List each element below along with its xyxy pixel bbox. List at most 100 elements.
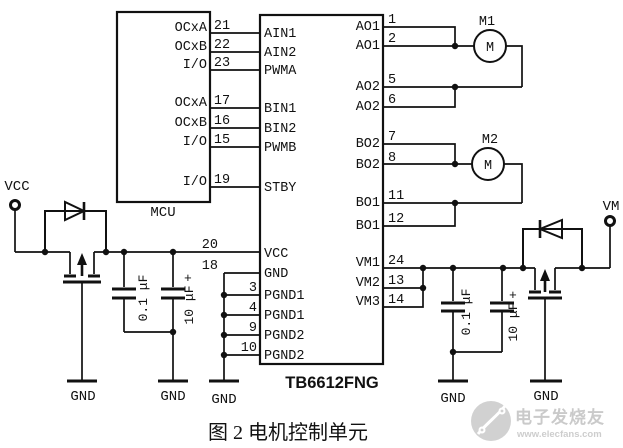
capacitor-polarity: + bbox=[184, 271, 192, 286]
motor-circle-icon bbox=[473, 29, 507, 63]
mcu-port: OCxB bbox=[175, 40, 207, 55]
pin-number: 11 bbox=[388, 189, 404, 204]
motor-symbol: M bbox=[484, 159, 492, 174]
vcc-label: VCC bbox=[4, 179, 29, 195]
vm-protection-diode bbox=[522, 218, 583, 268]
pin-number: 8 bbox=[388, 151, 396, 166]
pin-label: VM3 bbox=[356, 295, 380, 310]
vm-decoupling-capacitors bbox=[441, 268, 514, 380]
diode-triangle bbox=[537, 218, 563, 240]
pin-label: BO1 bbox=[356, 196, 380, 211]
pin-number: 18 bbox=[202, 259, 218, 274]
pin-label: VM2 bbox=[356, 276, 380, 291]
gnd-label: GND bbox=[70, 389, 95, 405]
vm-label: VM bbox=[603, 199, 620, 215]
labels: MCU TB6612FNG OCxA OCxB I/O OCxA OCxB I/… bbox=[4, 13, 619, 444]
pin-number: 10 bbox=[241, 341, 257, 356]
pin-label: VCC bbox=[264, 247, 288, 262]
vm-terminal bbox=[604, 215, 616, 227]
pin-number: 12 bbox=[388, 212, 404, 227]
pin-number: 24 bbox=[388, 254, 404, 269]
pin-label: BIN2 bbox=[264, 122, 296, 137]
pin-label: AO1 bbox=[356, 39, 380, 54]
vcc-decoupling-capacitors bbox=[112, 252, 185, 380]
pin-number: 21 bbox=[214, 19, 230, 34]
pin-label: PGND1 bbox=[264, 309, 305, 324]
pin-number: 20 bbox=[202, 238, 218, 253]
terminal-circle-icon bbox=[604, 215, 616, 227]
pin-label: PWMA bbox=[264, 64, 297, 79]
mcu-port: I/O bbox=[183, 58, 207, 73]
pin-label: BO2 bbox=[356, 158, 380, 173]
pin-number: 17 bbox=[214, 94, 230, 109]
vcc-protection-diode bbox=[44, 200, 107, 252]
motor-m1: M bbox=[473, 29, 507, 63]
mcu-port: OCxA bbox=[175, 96, 208, 111]
capacitor-polarity: + bbox=[509, 288, 517, 303]
gnd-label: GND bbox=[533, 389, 558, 405]
capacitor-value: 10 μF bbox=[506, 302, 521, 341]
pin-number: 9 bbox=[249, 321, 257, 336]
motor-symbol: M bbox=[486, 41, 494, 56]
pin-label: AIN2 bbox=[264, 46, 296, 61]
pin-label: PGND1 bbox=[264, 289, 305, 304]
pin-number: 5 bbox=[388, 73, 396, 88]
pin-label: AO1 bbox=[356, 20, 380, 35]
pin-label: AO2 bbox=[356, 100, 380, 115]
pin-label: VM1 bbox=[356, 256, 380, 271]
chip-label: TB6612FNG bbox=[285, 374, 379, 392]
pin-number: 6 bbox=[388, 93, 396, 108]
motor-m2: M bbox=[471, 147, 505, 181]
pin-label: PWMB bbox=[264, 141, 296, 156]
mcu-port: OCxA bbox=[175, 21, 208, 36]
watermark-site: www.elecfans.com bbox=[516, 429, 602, 440]
motor-circle-icon bbox=[471, 147, 505, 181]
pin-number: 2 bbox=[388, 32, 396, 47]
wiring bbox=[14, 26, 611, 380]
gnd-label: GND bbox=[211, 392, 236, 408]
pin-label: GND bbox=[264, 267, 288, 282]
pin-number: 16 bbox=[214, 114, 230, 129]
watermark-brand: 电子发烧友 bbox=[515, 407, 605, 427]
pin-label: STBY bbox=[264, 181, 296, 196]
mosfet-arrow-icon bbox=[540, 269, 550, 281]
pin-number: 22 bbox=[214, 38, 230, 53]
mcu-port: I/O bbox=[183, 135, 207, 150]
mosfet-arrow-icon bbox=[77, 253, 87, 265]
watermark: 电子发烧友 www.elecfans.com bbox=[471, 401, 605, 441]
figure-caption: 图 2 电机控制单元 bbox=[208, 421, 368, 444]
capacitor-value: 10 μF bbox=[182, 285, 197, 324]
terminal-circle-icon bbox=[9, 199, 21, 211]
pin-number: 14 bbox=[388, 293, 404, 308]
mcu-port: OCxB bbox=[175, 116, 207, 131]
vcc-terminal bbox=[9, 199, 21, 211]
pin-number: 23 bbox=[214, 56, 230, 71]
pin-number: 7 bbox=[388, 130, 396, 145]
motor-name: M1 bbox=[479, 15, 495, 30]
vcc-protection-mosfet bbox=[63, 252, 101, 380]
pin-number: 13 bbox=[388, 274, 404, 289]
gnd-label: GND bbox=[160, 389, 185, 405]
pin-label: AIN1 bbox=[264, 27, 296, 42]
gnd-label: GND bbox=[440, 391, 465, 407]
pin-label: BIN1 bbox=[264, 102, 296, 117]
pin-number: 19 bbox=[214, 173, 230, 188]
pin-number: 4 bbox=[249, 301, 257, 316]
motor-name: M2 bbox=[482, 133, 498, 148]
capacitor-value: 0.1 μF bbox=[136, 275, 151, 322]
pin-label: BO2 bbox=[356, 137, 380, 152]
capacitor-value: 0.1 μF bbox=[459, 289, 474, 336]
pin-label: PGND2 bbox=[264, 329, 305, 344]
pin-label: BO1 bbox=[356, 219, 380, 234]
mcu-port: I/O bbox=[183, 175, 207, 190]
vm-protection-mosfet bbox=[528, 268, 562, 380]
pin-label: PGND2 bbox=[264, 349, 305, 364]
pin-label: AO2 bbox=[356, 80, 380, 95]
diode-triangle bbox=[64, 200, 87, 222]
junction-dots bbox=[41, 42, 586, 359]
pin-number: 3 bbox=[249, 281, 257, 296]
pin-number: 1 bbox=[388, 13, 396, 28]
pin-number: 15 bbox=[214, 133, 230, 148]
